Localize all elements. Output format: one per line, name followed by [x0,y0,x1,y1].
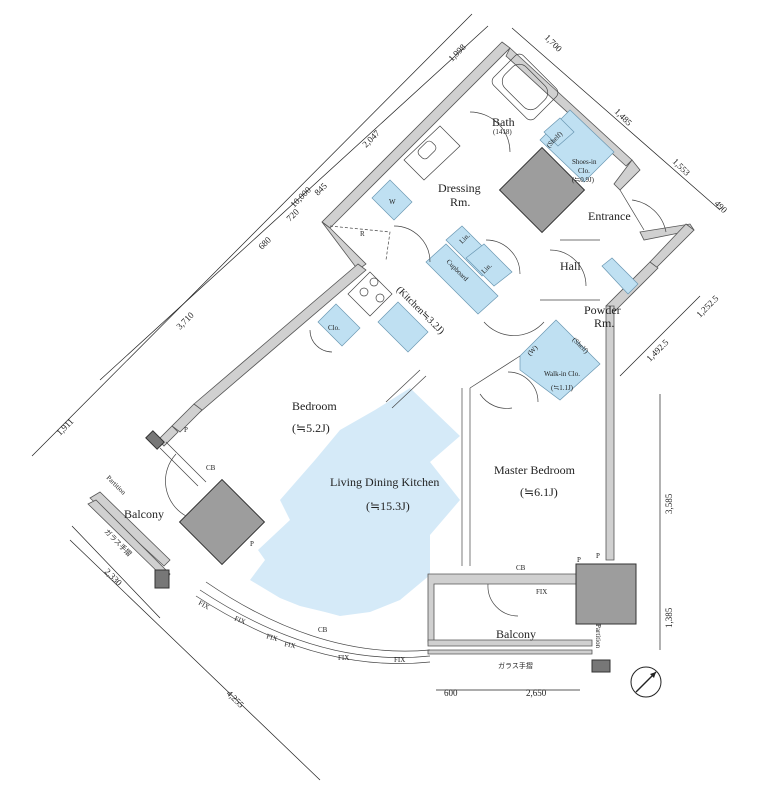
fix-mark-4: FIX [265,632,278,643]
dim-total: 10,000 [288,184,313,209]
master-size-label: (≒6.1J) [520,485,558,499]
cb-mark-1: CB [206,464,216,472]
p-mark-1: P [184,426,188,434]
shelf-box [543,117,575,147]
column-small-right [591,659,611,673]
r-mark: R [360,230,365,238]
dim-right-side-0: 3,585 [664,493,674,514]
dim-right-mid-0: 1,252.5 [694,293,721,320]
powder-label: Powder [584,303,621,317]
entrance-label: Entrance [588,209,631,223]
bedroom-label: Bedroom [292,399,337,413]
cupboard [425,243,499,315]
dim-left-3: 720 [284,206,301,223]
fix-mark-7: FIX [394,656,405,664]
lin-storage-2 [465,243,513,287]
column-balcony-left [178,478,266,566]
walk-in-closet [519,319,601,401]
dim-left-5: 3,710 [174,310,196,332]
clo-mark: Clo. [328,324,340,332]
ldk-size-label: (≒15.3J) [366,499,410,513]
clo-box [317,303,361,347]
ldk-area [250,388,460,616]
dim-bottom-1: 2,650 [526,688,547,698]
dressing-rm-label: Rm. [450,195,470,209]
ldk-label: Living Dining Kitchen [330,475,439,489]
dim-right-mid-1: 1,492.5 [644,337,671,364]
dim-top-right-1: 1,485 [613,106,635,128]
fix-mark-3: FIX [233,614,246,626]
dim-left-4: 680 [256,234,273,251]
partition-right-label: Partition [594,624,602,649]
powder-counter [601,257,639,295]
w-mark: W [389,198,396,206]
p-mark-4: P [596,552,600,560]
fix-mark-1: FIX [536,588,547,596]
master-bedroom-label: Master Bedroom [494,463,576,477]
w-box [371,179,413,221]
dim-lower-left-1: 4,255 [225,688,247,710]
dim-left-2: 845 [312,180,329,197]
cb-mark-2: CB [516,564,526,572]
glass-bottom-label: ガラス手摺 [498,661,533,670]
powder-rm-label: Rm. [594,316,614,330]
walk-in-label: Walk-in Clo. [544,370,580,378]
dim-left-1: 2,047 [360,128,382,150]
partition-left-label: Partition [105,474,128,497]
hall-label: Hall [560,259,581,273]
balcony-bottom-label: Balcony [496,627,536,641]
dim-lower-left-0: 2,330 [103,566,125,588]
dim-left-6: 1,911 [54,416,75,437]
bedroom-size-label: (≒5.2J) [292,421,330,435]
shoes-in-label: Shoes-in [572,158,597,166]
kitchen-counter [377,301,429,353]
column-master [575,563,637,625]
column-small-top [145,430,165,450]
balcony-left-label: Balcony [124,507,164,521]
p-mark-2: P [250,540,254,548]
dressing-label: Dressing [438,181,481,195]
p-mark-3: P [577,556,581,564]
walk-in-size-label: (≒1.1J) [551,384,574,392]
dim-left-0: 1,998 [446,42,468,64]
column-bath [498,146,586,234]
fix-mark-5: FIX [284,640,297,650]
dim-top-right-0: 1,700 [543,32,565,54]
cb-mark-3: CB [318,626,328,634]
column-small-left [154,569,170,589]
dim-top-right-3: 490 [713,198,730,215]
bath-label: Bath [492,115,515,129]
compass [630,666,662,698]
fix-mark-2: FIX [197,599,211,612]
bath-size: (1418) [493,128,512,136]
dim-top-right-2: 1,553 [671,156,693,178]
dimension-lines [31,13,721,781]
shoes-size-label: (≒0.9J) [572,176,595,184]
shoes-clo-label: Clo. [578,167,590,175]
dim-bottom-0: 600 [444,688,458,698]
dim-right-side-1: 1,385 [664,607,674,628]
interior-lines [159,53,667,664]
fix-mark-6: FIX [338,654,349,662]
